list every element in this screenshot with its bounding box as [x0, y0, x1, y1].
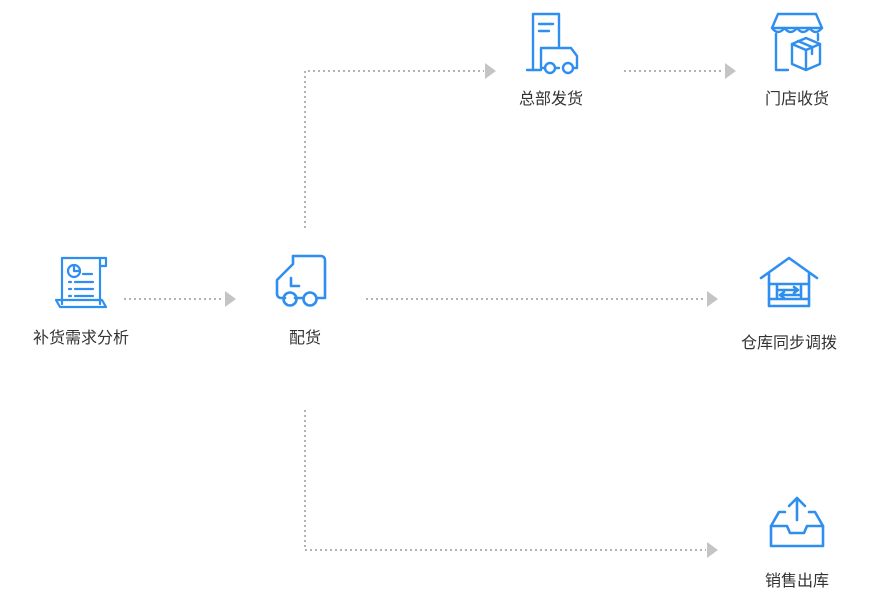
connector-allocation-to-hq-shipping — [304, 70, 484, 228]
arrowhead-hq-shipping — [485, 63, 496, 79]
node-label: 销售出库 — [764, 571, 829, 590]
delivery-truck-icon — [275, 254, 327, 307]
node-label: 配货 — [288, 328, 321, 347]
warehouse-truck-icon — [525, 12, 579, 75]
node-store-receiving[interactable]: 门店收货 — [752, 10, 842, 110]
node-label: 门店收货 — [764, 89, 829, 108]
arrowhead-warehouse-transfer — [707, 291, 718, 307]
connector-allocation-to-sales-outbound — [304, 410, 706, 551]
node-sales-outbound[interactable]: 销售出库 — [752, 494, 842, 592]
storefront-package-icon — [770, 12, 824, 72]
arrowhead-sales-outbound — [707, 542, 718, 558]
arrowhead-allocation — [225, 291, 236, 307]
warehouse-transfer-icon — [759, 256, 819, 308]
node-allocation[interactable]: 配货 — [268, 252, 342, 349]
node-label: 补货需求分析 — [32, 328, 129, 347]
node-hq-shipping[interactable]: 总部发货 — [506, 8, 596, 110]
node-warehouse-transfer[interactable]: 仓库同步调拨 — [724, 254, 854, 354]
arrowhead-store-receiving — [725, 63, 736, 79]
node-demand-analysis[interactable]: 补货需求分析 — [8, 252, 154, 349]
outbox-tray-icon — [769, 496, 825, 548]
node-label: 总部发货 — [518, 89, 583, 108]
document-chart-icon — [54, 256, 108, 309]
node-label: 仓库同步调拨 — [740, 333, 837, 352]
connectors — [124, 63, 736, 558]
